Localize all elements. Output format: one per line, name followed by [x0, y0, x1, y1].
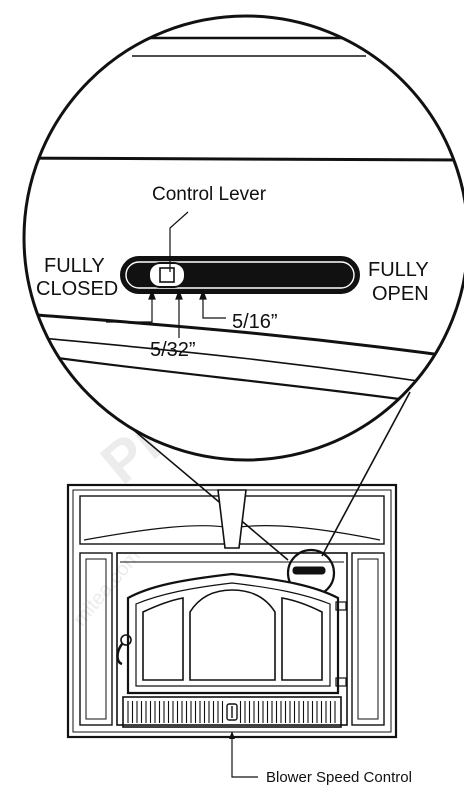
stove-blower-grille: [122, 696, 342, 728]
stove-hinge-top: [335, 601, 347, 611]
stove-door-glass-center: [189, 589, 276, 681]
stove-control-slot-small: [292, 566, 326, 575]
stove-door-handle: [116, 634, 132, 666]
stove-right-panel: [351, 552, 385, 726]
control-lever-label: Control Lever: [152, 184, 267, 205]
fully-open-label-line1: FULLY: [368, 259, 429, 281]
blower-speed-pointer: [229, 731, 235, 739]
control-lever-leader: [169, 211, 189, 272]
control-lever-handle: [148, 262, 186, 288]
stove-body: [116, 552, 348, 726]
stove-funnel: [217, 489, 247, 549]
fully-closed-label-line2: CLOSED: [36, 278, 118, 300]
stove-left-panel: [79, 552, 113, 726]
stove-door-glass-left: [142, 597, 184, 681]
fully-closed-label-line1: FULLY: [44, 255, 105, 277]
blower-speed-control-label: Blower Speed Control: [266, 769, 412, 786]
magnified-view: Control Lever FULLY CLOSED FULLY OPEN 5/…: [22, 14, 464, 462]
magnifier-circle: [22, 14, 464, 462]
stove-hinge-bottom: [335, 677, 347, 687]
five-thirtyseconds-label: 5/32”: [150, 339, 196, 361]
grille-slats: [127, 701, 336, 723]
five-sixteenths-label: 5/16”: [232, 311, 278, 333]
stove-door-glass-right: [281, 597, 323, 681]
position-markers: [106, 289, 226, 338]
fully-open-label-line2: OPEN: [372, 283, 429, 305]
stove-door-frame: [126, 572, 340, 695]
blower-speed-leader: [231, 739, 258, 778]
stove-insert: [66, 483, 398, 739]
